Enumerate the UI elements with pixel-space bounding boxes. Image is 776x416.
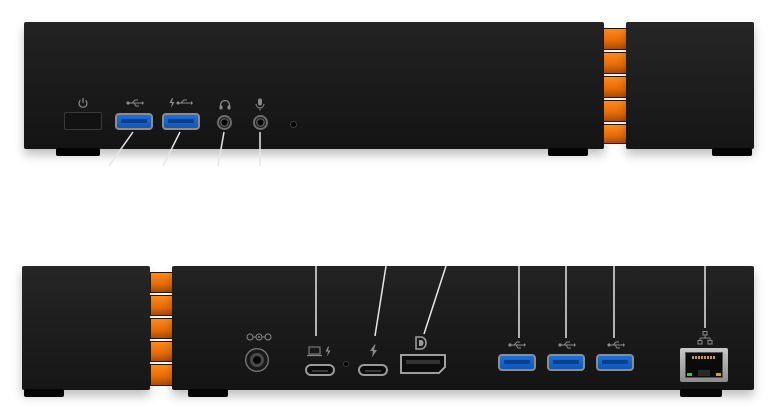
usb-a-port-2[interactable] [162, 113, 200, 130]
pinhole [290, 121, 297, 128]
usb-c-port-1[interactable] [305, 364, 335, 376]
microphone-icon [255, 98, 265, 111]
power-icon [77, 97, 89, 109]
front-side-block [626, 22, 754, 149]
rear-foot-left [188, 389, 228, 397]
usb-c-port-2[interactable] [358, 364, 388, 376]
thunderbolt-icon [369, 344, 378, 358]
dc-power-jack[interactable] [245, 348, 269, 372]
front-foot-block [712, 148, 752, 156]
front-callout-lines [108, 131, 261, 167]
usb-icon [508, 340, 526, 350]
front-foot-right [548, 148, 588, 156]
headphones-icon [219, 99, 231, 110]
displayport-icon [415, 336, 427, 350]
rear-callout-lines [315, 265, 706, 338]
usb-thunderbolt-icon [168, 97, 194, 109]
usb-a-port-1[interactable] [115, 113, 153, 130]
usb-a-port-4[interactable] [547, 354, 585, 371]
rear-pinhole [343, 361, 349, 367]
usb-icon [607, 340, 625, 350]
network-icon [697, 331, 713, 345]
rear-foot-right [680, 389, 722, 397]
rear-side-block [22, 266, 150, 390]
microphone-jack[interactable] [253, 115, 268, 130]
dc-polarity-icon [246, 332, 272, 342]
front-foot-left [56, 148, 100, 156]
rear-chassis [172, 266, 754, 390]
rear-foot-block [24, 389, 64, 397]
ethernet-port[interactable] [680, 348, 728, 382]
headphone-jack[interactable] [217, 115, 232, 130]
displayport-port[interactable] [400, 354, 446, 374]
front-view [0, 0, 776, 180]
rear-view [0, 180, 776, 416]
usb-a-port-5[interactable] [596, 354, 634, 371]
power-button[interactable] [64, 112, 102, 130]
usb-a-port-3[interactable] [498, 354, 536, 371]
usb-icon [126, 98, 144, 108]
laptop-thunderbolt-icon [307, 346, 333, 357]
usb-icon [558, 340, 576, 350]
rear-heatsink [150, 272, 174, 386]
